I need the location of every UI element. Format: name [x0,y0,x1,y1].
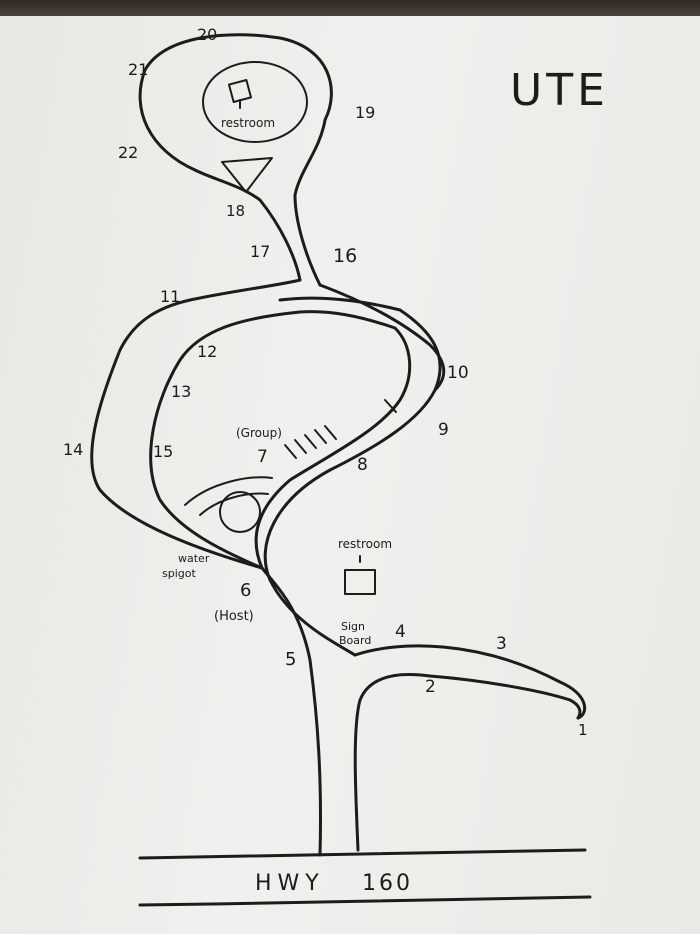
site-4: 4 [395,622,406,642]
site-1: 1 [578,721,588,739]
top-loop [138,33,333,172]
host-label: (Host) [214,609,254,624]
site-7: 7 [257,447,268,467]
site-15: 15 [153,442,173,461]
group-label: (Group) [236,426,282,440]
inner-loop-outer [263,296,442,657]
site-20: 20 [197,25,217,44]
site-2: 2 [425,677,436,697]
site-5: 5 [285,649,296,670]
restroom-top-icon [227,78,253,104]
site-8: 8 [357,455,368,475]
restroom-mid-icon [344,569,376,595]
restroom-mid-label: restroom [338,537,392,551]
restroom-island [202,61,308,143]
background-table [0,0,700,16]
entrance-road-right [353,673,572,852]
site-21: 21 [128,60,148,79]
site-10: 10 [447,363,469,383]
water-spigot-label-line1: water [178,552,210,565]
stem-right-junction [318,283,446,392]
highway-prefix: HWY [255,871,325,896]
site-22: 22 [118,143,138,162]
spur-road-outer [353,644,587,720]
highway-line-bottom [138,895,592,907]
site-14: 14 [63,440,83,459]
highway-number: 160 [362,871,413,896]
site-18: 18 [226,202,245,220]
site-9: 9 [438,420,449,440]
highway-line-top [138,848,587,860]
host-arc-inner [199,492,269,516]
outer-loop [90,278,302,570]
stem-left [193,168,302,282]
restroom-top-label: restroom [221,116,275,130]
site-11: 11 [160,287,180,306]
sign-board-label-line1: Sign [341,620,365,633]
host-arc-outer [184,476,273,506]
inner-loop-inner [149,310,412,570]
spur-end [568,698,582,720]
map-title: UTE [510,65,609,116]
site-6: 6 [240,580,251,601]
triangle-marker [221,157,273,193]
stem-right [293,118,327,287]
site-3: 3 [496,634,507,654]
site-12: 12 [197,342,217,361]
site-16: 16 [333,245,357,267]
water-spigot-label-line2: spigot [162,567,196,580]
host-circle [219,491,261,533]
entrance-road-left [260,566,322,857]
site-13: 13 [171,382,191,401]
site-19: 19 [355,103,375,122]
site-17: 17 [250,242,270,261]
group-hatching [284,399,397,459]
sign-board-label-line2: Board [339,634,371,647]
